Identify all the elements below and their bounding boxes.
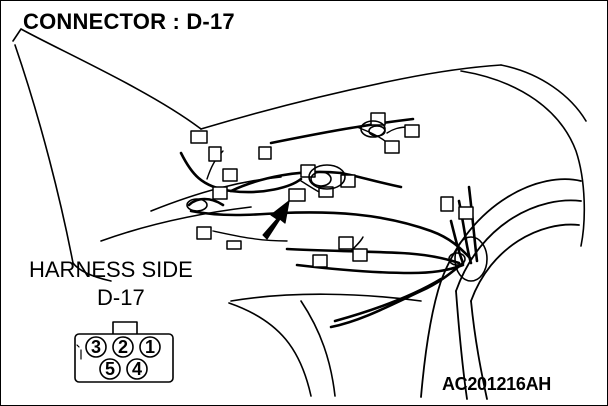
pin-label: 1 (145, 337, 155, 357)
wheel-arch (420, 178, 582, 400)
diagram-title: CONNECTOR : D-17 (23, 9, 235, 34)
pointer-arrow (262, 200, 290, 240)
main-harness (179, 117, 479, 329)
connector-pin: 5 (99, 358, 121, 380)
harness-connectors (190, 112, 474, 268)
connector-pin: 2 (112, 336, 134, 358)
connector-pin: 4 (126, 358, 148, 380)
harness-side-label: HARNESS SIDE (29, 257, 193, 282)
pin-label: 3 (91, 337, 101, 357)
connector-id-label: D-17 (97, 285, 145, 310)
pin-label: 5 (105, 359, 115, 379)
connector-pins: 3 2 1 5 4 (85, 336, 161, 380)
pin-label: 4 (132, 359, 142, 379)
harness-coils (186, 120, 466, 266)
illustration-code: AC201216AH (441, 374, 551, 394)
pin-label: 2 (118, 337, 128, 357)
connector-pin: 3 (85, 336, 107, 358)
connector-pin: 1 (139, 336, 161, 358)
